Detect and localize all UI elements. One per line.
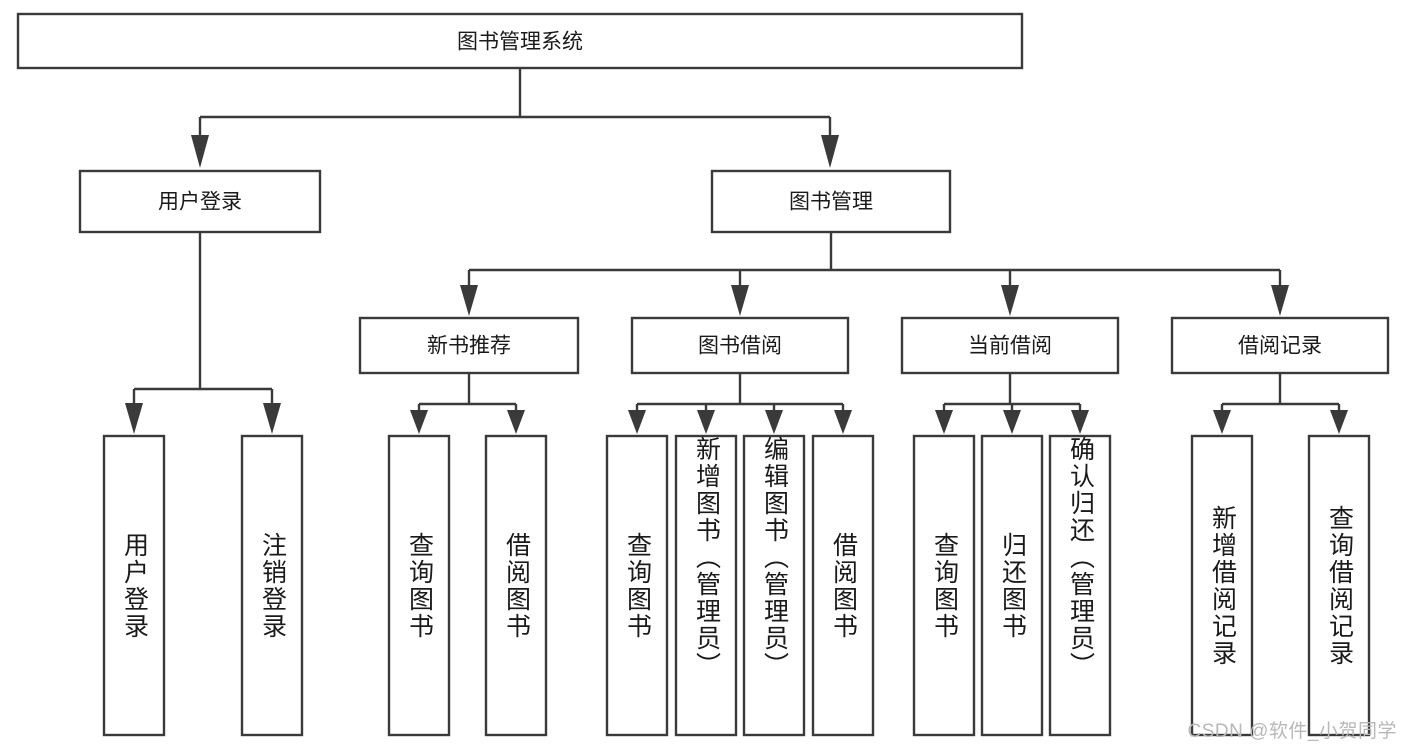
node-new-book-recommend-box[interactable]: [358, 316, 580, 375]
arrowhead-leaf-user-login: [125, 403, 143, 434]
leaf-box-query-book-rec[interactable]: [387, 434, 451, 737]
connector-group-new-book-recommend: [410, 373, 525, 434]
node-book-borrow-label: 图书借阅: [698, 335, 782, 358]
arrowhead-book-manage: [821, 135, 839, 168]
node-root-box[interactable]: [16, 12, 1024, 70]
node-borrow-record-box[interactable]: [1170, 316, 1390, 375]
node-root-label: 图书管理系统: [457, 31, 583, 54]
connector-group-root: [191, 68, 839, 168]
arrowhead-leaf-edit-book: [765, 410, 783, 434]
node-current-borrow-label: 当前借阅: [968, 335, 1052, 358]
node-book-borrow[interactable]: 图书借阅: [630, 316, 850, 375]
node-user-login-box[interactable]: [78, 169, 322, 234]
node-new-book-recommend-label: 新书推荐: [427, 335, 511, 358]
arrowhead-user-login: [191, 135, 209, 168]
node-book-manage-box[interactable]: [710, 169, 952, 234]
leaf-box-return-book[interactable]: [980, 434, 1044, 737]
connector-group-borrow-record: [1213, 373, 1348, 434]
leaf-box-edit-book[interactable]: [742, 434, 806, 737]
arrowhead-leaf-borrow-book: [834, 410, 852, 434]
leaf-box-borrow-book-rec[interactable]: [484, 434, 548, 737]
node-user-login-label: 用户登录: [158, 191, 242, 214]
arrowhead-book-borrow: [731, 285, 749, 316]
connector-group-current-borrow: [935, 373, 1089, 434]
node-borrow-record-label: 借阅记录: [1238, 335, 1322, 358]
arrowhead-leaf-query-borrow-record: [1330, 410, 1348, 434]
arrowhead-leaf-add-book: [697, 410, 715, 434]
arrowhead-leaf-confirm-return: [1071, 410, 1089, 434]
node-book-manage-label: 图书管理: [789, 191, 873, 214]
leaf-box-query-book-borrow[interactable]: [605, 434, 669, 737]
arrowhead-leaf-add-borrow-record: [1213, 410, 1231, 434]
leaf-box-query-book-cur[interactable]: [912, 434, 976, 737]
leaf-box-logout[interactable]: [240, 434, 304, 737]
connector-group-book-borrow: [628, 373, 852, 434]
arrowhead-leaf-logout: [263, 403, 281, 434]
leaf-box-user-login[interactable]: [102, 434, 166, 737]
node-borrow-record[interactable]: 借阅记录: [1170, 316, 1390, 375]
leaf-box-query-borrow-record[interactable]: [1307, 434, 1371, 737]
arrowhead-leaf-borrow-book-rec: [507, 410, 525, 434]
connector-group-user-login: [125, 232, 281, 434]
watermark-text: CSDN @软件_小贺同学: [1187, 721, 1397, 742]
node-book-manage[interactable]: 图书管理: [710, 169, 952, 234]
leaf-box-add-borrow-record[interactable]: [1190, 434, 1254, 737]
leaf-box-confirm-return[interactable]: [1048, 434, 1112, 737]
node-root[interactable]: 图书管理系统: [16, 12, 1024, 70]
connector-group-book-manage: [460, 232, 1289, 316]
arrowhead-leaf-return-book: [1003, 410, 1021, 434]
node-current-borrow[interactable]: 当前借阅: [900, 316, 1120, 375]
leaf-boxes-group: [102, 434, 1371, 737]
arrowhead-leaf-query-book-cur: [935, 410, 953, 434]
node-current-borrow-box[interactable]: [900, 316, 1120, 375]
arrowhead-leaf-query-book-rec: [410, 410, 428, 434]
leaf-box-add-book[interactable]: [674, 434, 738, 737]
arrowhead-new-book-recommend: [460, 285, 478, 316]
arrowhead-borrow-record: [1271, 285, 1289, 316]
node-new-book-recommend[interactable]: 新书推荐: [358, 316, 580, 375]
arrowhead-leaf-query-book-borrow: [628, 410, 646, 434]
leaf-box-borrow-book[interactable]: [811, 434, 875, 737]
node-user-login[interactable]: 用户登录: [78, 169, 322, 234]
arrowhead-current-borrow: [1001, 285, 1019, 316]
node-book-borrow-box[interactable]: [630, 316, 850, 375]
